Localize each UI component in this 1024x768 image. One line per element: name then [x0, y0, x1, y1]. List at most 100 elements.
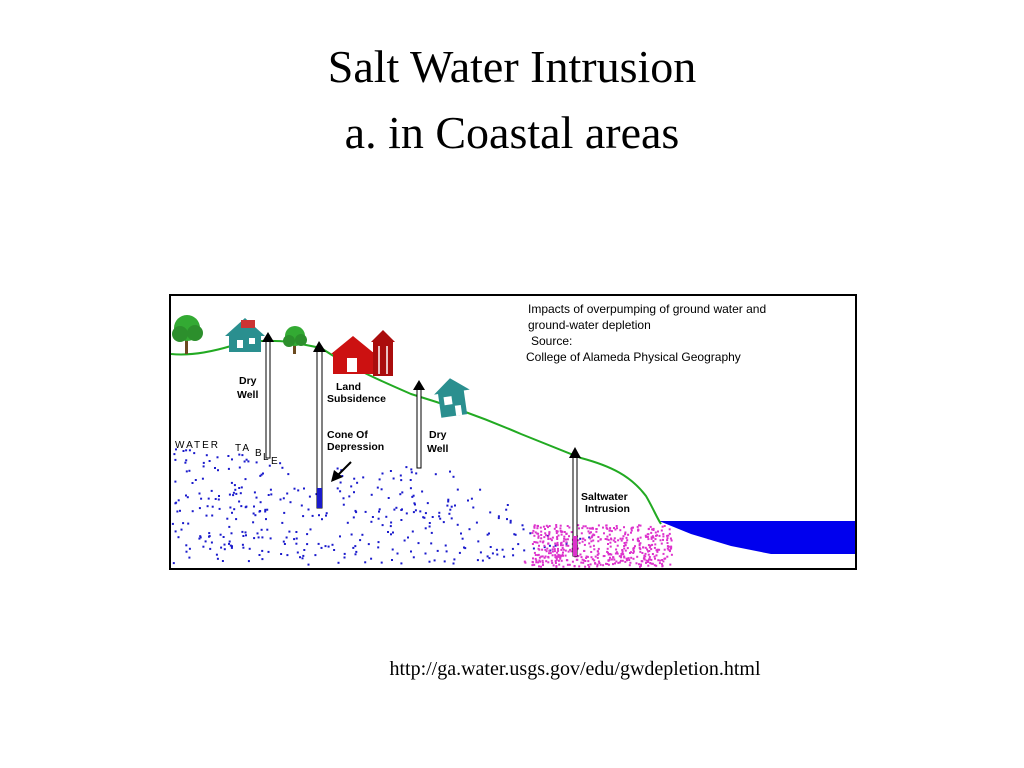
salt-water-dot [584, 565, 587, 568]
salt-water-dot [598, 562, 601, 564]
barn [331, 330, 395, 376]
salt-water-dot [655, 534, 657, 537]
fresh-water-dot [395, 506, 398, 509]
fresh-water-dot [588, 536, 591, 539]
salt-water-dot [667, 534, 670, 537]
salt-water-dot [532, 557, 534, 560]
fresh-water-dot [262, 472, 264, 475]
salt-water-dot [554, 554, 557, 557]
salt-water-dot [647, 553, 650, 556]
salt-water-dot [662, 560, 665, 563]
salt-water-dot [557, 559, 560, 562]
salt-water-dot [563, 535, 566, 538]
salt-water-dot [573, 565, 576, 568]
label-dry-well-1-b: Well [237, 389, 258, 401]
salt-water-dot [661, 564, 664, 567]
fresh-water-dot [308, 495, 311, 498]
salt-water-dot [646, 536, 649, 538]
salt-water-dot [637, 529, 640, 532]
fresh-water-dot [428, 525, 431, 528]
salt-water-dot [612, 539, 615, 542]
salt-water-dot [551, 536, 554, 539]
salt-water-dot [630, 527, 633, 530]
fresh-water-dot [244, 531, 247, 534]
salt-water-dot [667, 548, 670, 551]
fresh-water-dot [266, 528, 269, 531]
salt-water-dot [606, 550, 609, 553]
fresh-water-dot [258, 554, 261, 556]
fresh-water-dot [295, 537, 298, 540]
salt-water-dot [541, 561, 544, 564]
salt-water-dot [586, 527, 589, 530]
fresh-water-dot [218, 507, 221, 510]
tree-left [172, 315, 203, 354]
fresh-water-dot [543, 546, 546, 549]
fresh-water-dot [245, 534, 247, 537]
salt-water-dot [666, 539, 669, 542]
salt-water-dot [607, 559, 610, 562]
salt-water-dot [663, 548, 666, 551]
salt-water-dot [656, 549, 659, 552]
salt-water-dot [619, 559, 622, 562]
fresh-water-dot [219, 533, 222, 536]
fresh-water-dot [261, 549, 264, 552]
fresh-water-dot [188, 556, 191, 559]
fresh-water-dot [205, 514, 208, 517]
salt-water-dot [661, 525, 664, 528]
salt-water-dot [646, 533, 649, 536]
salt-water-dot [626, 547, 629, 550]
fresh-water-dot [252, 512, 255, 515]
fresh-water-dot [331, 543, 334, 546]
slide-title-line-2: a. in Coastal areas [344, 107, 680, 158]
salt-water-dot [610, 537, 612, 540]
fresh-water-dot [302, 554, 305, 557]
salt-water-dot [589, 563, 592, 566]
fresh-water-dot [211, 505, 214, 508]
salt-water-dot [666, 545, 669, 548]
fresh-water-dot [317, 542, 320, 545]
fresh-water-dot [202, 545, 205, 548]
fresh-water-dot [424, 552, 427, 555]
salt-water-dot [544, 548, 547, 551]
house-right [434, 378, 470, 418]
fresh-water-dot [521, 524, 524, 527]
fresh-water-dot [497, 515, 500, 518]
source-url: http://ga.water.usgs.gov/edu/gwdepletion… [389, 658, 761, 680]
fresh-water-dot [421, 490, 424, 493]
fresh-water-dot [175, 448, 177, 451]
salt-water-dot [541, 559, 544, 562]
salt-water-dot [540, 530, 543, 533]
fresh-water-dot [227, 467, 230, 470]
fresh-water-dot [174, 458, 177, 461]
salt-water-dot [565, 559, 568, 562]
fresh-water-dot [301, 557, 304, 560]
fresh-water-dot [210, 541, 213, 544]
fresh-water-dot [208, 535, 210, 538]
fresh-water-dot [343, 556, 346, 559]
salt-water-dot [670, 553, 673, 556]
fresh-water-dot [410, 468, 413, 471]
fresh-water-dot [399, 474, 402, 477]
salt-water-dot [615, 560, 618, 563]
fresh-water-dot [353, 477, 356, 480]
salt-water-dot [534, 557, 537, 560]
fresh-water-dot [300, 504, 303, 507]
salt-water-dot [659, 539, 662, 542]
fresh-water-dot [171, 522, 174, 525]
salt-water-dot [647, 550, 650, 553]
fresh-water-dot [355, 511, 358, 514]
salt-water-dot [588, 532, 591, 535]
fresh-water-dot [456, 488, 459, 491]
fresh-water-dot [390, 533, 392, 536]
fresh-water-dot [260, 528, 263, 531]
fresh-water-dot [241, 543, 244, 546]
salt-water-dot [627, 533, 630, 536]
salt-water-dot [556, 541, 559, 544]
fresh-water-dot [268, 464, 271, 467]
salt-water-dot [658, 534, 661, 537]
salt-water-dot [578, 565, 581, 568]
salt-water-dot [647, 538, 650, 541]
salt-water-dot [654, 531, 657, 534]
salt-water-dot [623, 526, 625, 529]
fresh-water-dot [259, 501, 262, 504]
